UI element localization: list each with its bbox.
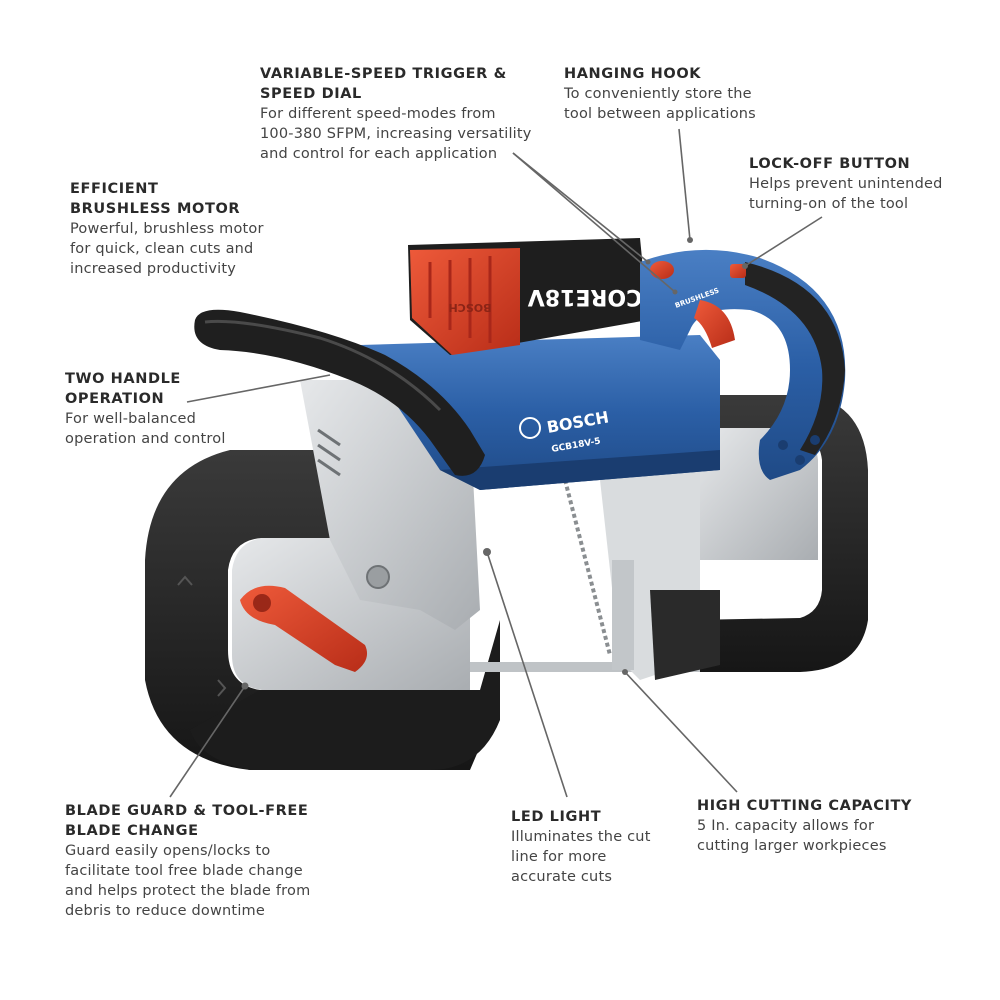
blade-support [612, 560, 634, 670]
right-wheel-guard [690, 395, 868, 672]
callout-title: TWO HANDLE OPERATION [65, 371, 181, 407]
leader-lockoff [744, 216, 823, 267]
shoe-black [650, 590, 720, 680]
handle-hole-2 [795, 455, 805, 465]
callout-description: Helps prevent unintended turning-on of t… [749, 176, 943, 212]
front-handle-highlight [204, 319, 442, 412]
speed-dial [650, 261, 674, 279]
callout-title: VARIABLE-SPEED TRIGGER & SPEED DIAL [260, 66, 507, 102]
callout-description: For well-balanced operation and control [65, 411, 226, 447]
left-guard-lower [190, 620, 500, 770]
callout-two-handle-operation: TWO HANDLE OPERATION For well-balanced o… [65, 369, 265, 449]
leader-guard [169, 685, 246, 798]
callout-description: For different speed-modes from 100-380 S… [260, 106, 532, 162]
leader-capacity [624, 671, 738, 793]
callout-description: To conveniently store the tool between a… [564, 86, 756, 122]
callout-title: HANGING HOOK [564, 66, 702, 82]
callout-description: Powerful, brushless motor for quick, cle… [70, 221, 264, 277]
battery-brand-label: CORE18V [528, 284, 642, 309]
guard-chevron-marks [177, 575, 227, 697]
callout-description: Guard easily opens/locks to facilitate t… [65, 843, 311, 919]
front-handle [194, 309, 485, 476]
vent-slots [317, 428, 341, 477]
leader-led [486, 551, 568, 798]
body-lower-trim [440, 450, 720, 490]
teeth-edge [563, 479, 612, 656]
battery-side-label: BOSCH [449, 301, 492, 314]
battery-red-side [410, 248, 520, 355]
lever-pivot [253, 594, 271, 612]
leader-trigger-dial [512, 152, 649, 263]
callout-title: BLADE GUARD & TOOL-FREE BLADE CHANGE [65, 803, 309, 839]
callout-description: Illuminates the cut line for more accura… [511, 829, 651, 885]
callout-title: HIGH CUTTING CAPACITY [697, 798, 913, 814]
blade-change-lever [240, 585, 368, 672]
callout-lock-off-button: LOCK-OFF BUTTON Helps prevent unintended… [749, 154, 989, 214]
callout-variable-speed-trigger: VARIABLE-SPEED TRIGGER & SPEED DIAL For … [260, 64, 560, 164]
bosch-logo-ring [519, 417, 541, 439]
handle-hole-3 [810, 435, 820, 445]
callout-led-light: LED LIGHT Illuminates the cut line for m… [511, 807, 681, 887]
callout-brushless-motor: EFFICIENT BRUSHLESS MOTOR Powerful, brus… [70, 179, 300, 279]
lock-off-button [730, 264, 746, 278]
callout-title: EFFICIENT BRUSHLESS MOTOR [70, 181, 241, 217]
leader-trigger [512, 152, 676, 293]
leader-hook [678, 128, 691, 241]
handle-hole-1 [778, 440, 788, 450]
trigger [694, 300, 735, 348]
callout-title: LED LIGHT [511, 809, 602, 825]
callout-endpoints [241, 237, 748, 690]
callout-high-cutting-capacity: HIGH CUTTING CAPACITY 5 In. capacity all… [697, 796, 957, 856]
callout-leader-lines [169, 128, 823, 798]
battery-ribs [428, 256, 492, 343]
saw-blade [470, 662, 700, 672]
leader-handle [186, 374, 331, 403]
callout-title: LOCK-OFF BUTTON [749, 156, 911, 172]
callout-hanging-hook: HANGING HOOK To conveniently store the t… [564, 64, 804, 124]
callout-description: 5 In. capacity allows for cutting larger… [697, 818, 887, 854]
callout-blade-guard: BLADE GUARD & TOOL-FREE BLADE CHANGE Gua… [65, 801, 325, 921]
housing-bolt [366, 565, 390, 589]
rear-handle-grip [745, 262, 845, 455]
